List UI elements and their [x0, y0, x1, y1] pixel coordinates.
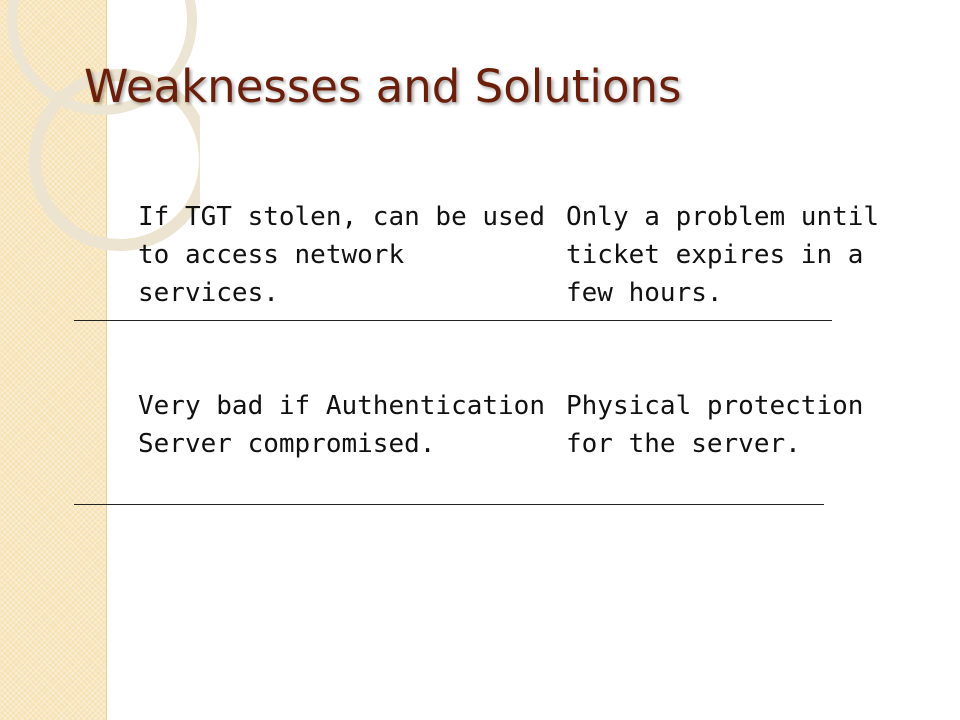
slide-title: Weaknesses and Solutions — [84, 60, 682, 113]
row-divider-2 — [74, 504, 824, 505]
side-decor-band — [0, 0, 107, 720]
decor-circle-bottom — [29, 69, 200, 251]
decor-circle-top — [7, 0, 197, 115]
decorative-circles — [7, 0, 200, 251]
weakness-cell-1: If TGT stolen, can be used to access net… — [138, 202, 545, 308]
row-divider-1 — [74, 320, 832, 321]
solution-cell-2: Physical protection for the server. — [566, 391, 864, 459]
solution-cell-1: Only a problem until ticket expires in a… — [566, 202, 880, 308]
weakness-cell-2: Very bad if Authentication Server compro… — [138, 391, 545, 459]
